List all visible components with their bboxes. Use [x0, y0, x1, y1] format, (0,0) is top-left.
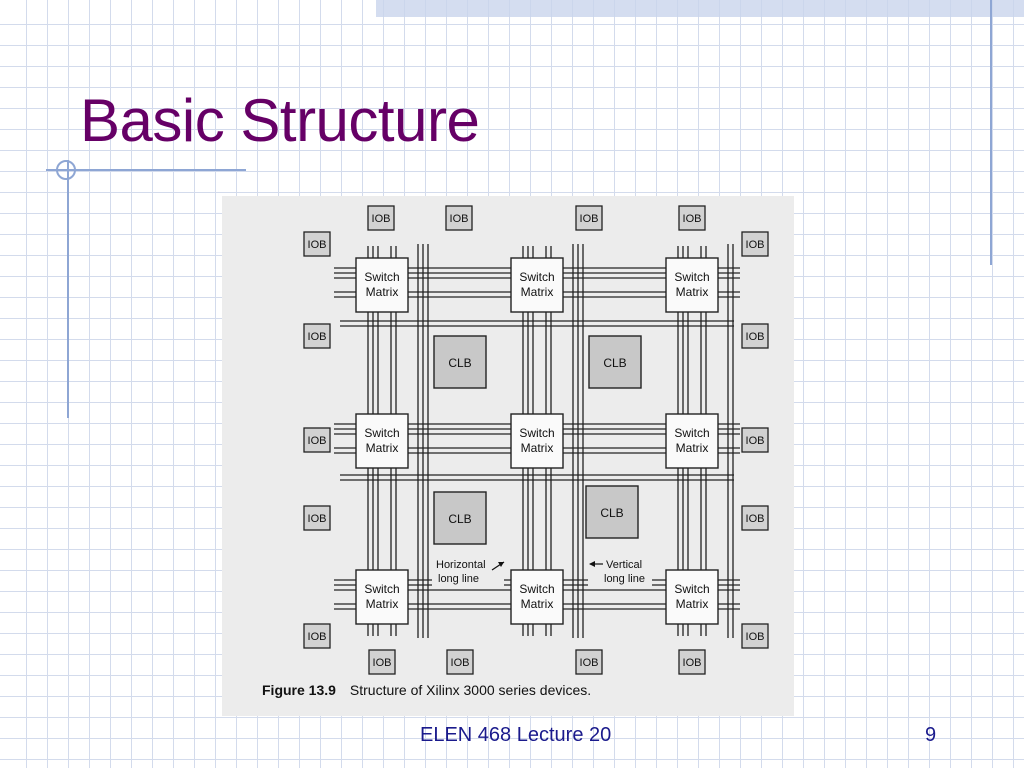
clb-label: CLB [448, 512, 471, 526]
annotation-horizontal-line1: Horizontal [436, 559, 486, 571]
switch-matrix-box [665, 257, 719, 313]
iob-label: IOB [580, 213, 599, 225]
iob-box [575, 649, 603, 675]
switch-matrix-label-line1: Switch [674, 426, 709, 440]
decor-title-underline [46, 169, 246, 171]
iob-label: IOB [683, 657, 702, 669]
slide-title: Basic Structure [80, 87, 480, 154]
arrow-horizontal-head [498, 562, 504, 567]
clb-label: CLB [603, 356, 626, 370]
clb-label: CLB [600, 506, 623, 520]
figure-caption: Figure 13.9 Structure of Xilinx 3000 seri… [262, 682, 591, 698]
switch-matrix-label-line2: Matrix [676, 441, 709, 455]
iob-box [575, 205, 603, 231]
iob-box [303, 323, 331, 349]
annotation-vertical-bg [588, 556, 652, 586]
switch-matrix-label-line2: Matrix [521, 285, 554, 299]
iob-box [741, 427, 769, 453]
switch-matrix-label-line2: Matrix [676, 597, 709, 611]
iob-label: IOB [451, 657, 470, 669]
clb-box [588, 335, 642, 389]
iob-box [445, 205, 473, 231]
switch-matrix-box [665, 413, 719, 469]
iob-box [741, 231, 769, 257]
iob-label: IOB [683, 213, 702, 225]
top-decor-band [376, 0, 1024, 17]
decor-circle [56, 160, 76, 180]
switch-matrix-box [355, 413, 409, 469]
figure-diagram: SwitchMatrixSwitchMatrixSwitchMatrixSwit… [303, 205, 769, 675]
iob-label: IOB [580, 657, 599, 669]
iob-box [446, 649, 474, 675]
iob-box [741, 505, 769, 531]
clb-box [585, 485, 639, 539]
switch-matrix-label-line2: Matrix [521, 441, 554, 455]
switch-matrix-label-line1: Switch [519, 582, 554, 596]
switch-matrix-box [355, 569, 409, 625]
annotation-vertical-line1: Vertical [606, 559, 642, 571]
switch-matrix-label-line1: Switch [674, 582, 709, 596]
iob-box [303, 427, 331, 453]
switch-matrix-label-line2: Matrix [521, 597, 554, 611]
switch-matrix-label-line2: Matrix [676, 285, 709, 299]
slide-number: 9 [925, 724, 937, 746]
iob-label: IOB [746, 239, 765, 251]
iob-box [741, 623, 769, 649]
iob-box [678, 649, 706, 675]
figure-caption-text: Structure of Xilinx 3000 series devices. [349, 682, 592, 698]
iob-label: IOB [308, 239, 327, 251]
switch-matrix-label-line2: Matrix [366, 441, 399, 455]
iob-box [367, 205, 395, 231]
arrow-vertical-head [589, 561, 595, 567]
iob-label: IOB [308, 331, 327, 343]
iob-box [678, 205, 706, 231]
iob-label: IOB [746, 513, 765, 525]
clb-box [433, 335, 487, 389]
iob-label: IOB [372, 213, 391, 225]
switch-matrix-box [510, 569, 564, 625]
iob-label: IOB [373, 657, 392, 669]
switch-matrix-label-line1: Switch [519, 270, 554, 284]
iob-label: IOB [308, 513, 327, 525]
footer-lecture: ELEN 468 Lecture 20 [420, 724, 612, 746]
iob-label: IOB [308, 435, 327, 447]
switch-matrix-box [510, 413, 564, 469]
switch-matrix-box [510, 257, 564, 313]
switch-matrix-label-line2: Matrix [366, 597, 399, 611]
switch-matrix-label-line2: Matrix [366, 285, 399, 299]
annotation-vertical-line2: long line [604, 573, 645, 585]
iob-label: IOB [746, 631, 765, 643]
clb-box [433, 491, 487, 545]
switch-matrix-label-line1: Switch [519, 426, 554, 440]
iob-label: IOB [746, 331, 765, 343]
annotation-horizontal-line2: long line [438, 573, 479, 585]
decor-vertical-line-right [990, 0, 992, 265]
iob-box [303, 505, 331, 531]
figure-caption-number: Figure 13.9 [262, 682, 336, 698]
iob-box [303, 623, 331, 649]
decor-vertical-line-left [67, 160, 69, 418]
iob-box [368, 649, 396, 675]
clb-label: CLB [448, 356, 471, 370]
switch-matrix-box [355, 257, 409, 313]
switch-matrix-label-line1: Switch [364, 426, 399, 440]
switch-matrix-box [665, 569, 719, 625]
switch-matrix-label-line1: Switch [364, 270, 399, 284]
iob-label: IOB [308, 631, 327, 643]
switch-matrix-label-line1: Switch [674, 270, 709, 284]
iob-box [741, 323, 769, 349]
iob-box [303, 231, 331, 257]
annotation-horizontal-bg [432, 556, 504, 586]
switch-matrix-label-line1: Switch [364, 582, 399, 596]
iob-label: IOB [746, 435, 765, 447]
iob-label: IOB [450, 213, 469, 225]
